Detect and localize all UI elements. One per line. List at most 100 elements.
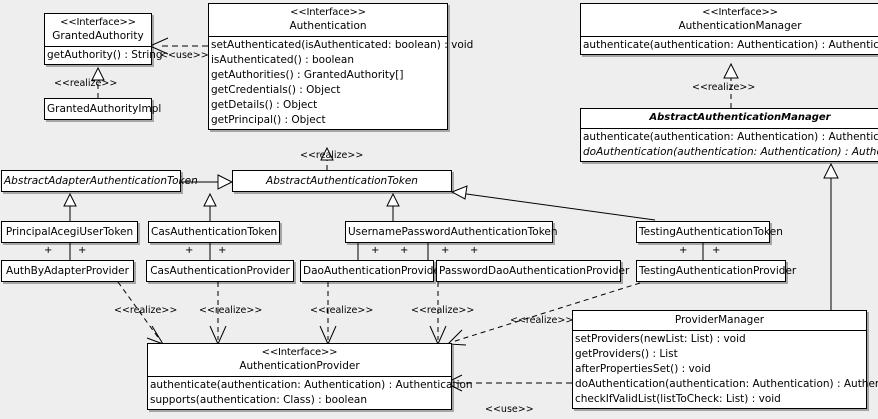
member-row: getPrincipal() : Object bbox=[211, 114, 326, 126]
edge-generalize-cas-token bbox=[203, 192, 217, 221]
member-row: checkIfValidList(listToCheck: List) : vo… bbox=[575, 393, 781, 405]
class-header: <<Interface>> GrantedAuthority bbox=[45, 14, 151, 46]
class-name: GrantedAuthority bbox=[52, 30, 144, 42]
member-row: doAuthentication(authentication: Authent… bbox=[583, 146, 878, 158]
edge-label-realize-granted-authority-impl: <<realize>> bbox=[54, 78, 118, 89]
class-cas-authentication-provider[interactable]: CasAuthenticationProvider bbox=[146, 260, 294, 282]
class-authentication[interactable]: <<Interface>> Authentication setAuthenti… bbox=[208, 3, 474, 130]
class-header: ProviderManager bbox=[573, 311, 866, 330]
class-members: authenticate(authentication: Authenticat… bbox=[581, 129, 878, 161]
class-name: GrantedAuthorityImpl bbox=[47, 103, 162, 115]
class-granted-authority-impl[interactable]: GrantedAuthorityImpl bbox=[44, 98, 162, 120]
member-row: getProviders() : List bbox=[575, 348, 678, 360]
member-row: setProviders(newList: List) : void bbox=[575, 333, 746, 345]
class-name: Authentication bbox=[289, 20, 367, 32]
multiplicity-plus: + bbox=[185, 245, 194, 256]
class-name: UsernamePasswordAuthenticationToken bbox=[348, 226, 558, 238]
class-abstract-authentication-manager[interactable]: AbstractAuthenticationManager authentica… bbox=[580, 108, 878, 162]
multiplicity-plus: + bbox=[371, 245, 380, 256]
class-name: AuthenticationManager bbox=[678, 20, 802, 32]
divider bbox=[581, 128, 878, 129]
divider bbox=[45, 46, 151, 47]
class-testing-authentication-token[interactable]: TestingAuthenticationToken bbox=[636, 221, 783, 243]
member-row: setAuthenticated(isAuthenticated: boolea… bbox=[211, 39, 474, 51]
class-members: setProviders(newList: List) : void getPr… bbox=[573, 331, 878, 408]
member-row: doAuthentication(authentication: Authent… bbox=[575, 378, 878, 390]
class-name: PasswordDaoAuthenticationProvider bbox=[439, 265, 630, 277]
member-row: getAuthorities() : GrantedAuthority[] bbox=[211, 69, 404, 81]
divider bbox=[209, 36, 447, 37]
multiplicity-plus: + bbox=[470, 245, 479, 256]
class-granted-authority[interactable]: <<Interface>> GrantedAuthority getAuthor… bbox=[44, 13, 163, 65]
class-testing-authentication-provider[interactable]: TestingAuthenticationProvider bbox=[636, 260, 797, 282]
class-principal-acegi-user-token[interactable]: PrincipalAcegiUserToken bbox=[1, 221, 138, 243]
class-name: TestingAuthenticationProvider bbox=[639, 265, 797, 277]
class-name: AuthenticationProvider bbox=[239, 360, 360, 372]
edge-label-realize-auth-by-adapter: <<realize>> bbox=[114, 305, 178, 316]
class-members: getAuthority() : String bbox=[45, 47, 163, 64]
class-authentication-manager[interactable]: <<Interface>> AuthenticationManager auth… bbox=[580, 3, 878, 55]
class-abstract-adapter-authentication-token[interactable]: AbstractAdapterAuthenticationToken bbox=[1, 170, 198, 192]
member-row: isAuthenticated() : boolean bbox=[211, 54, 354, 66]
member-row: getCredentials() : Object bbox=[211, 84, 341, 96]
class-password-dao-authentication-provider[interactable]: PasswordDaoAuthenticationProvider bbox=[436, 260, 630, 282]
edge-label-realize-provider-manager: <<realize>> bbox=[510, 315, 574, 326]
stereotype-label: <<Interface>> bbox=[702, 7, 778, 18]
class-header: <<Interface>> Authentication bbox=[209, 4, 447, 36]
member-row: afterPropertiesSet() : void bbox=[575, 363, 711, 375]
member-row: supports(authentication: Class) : boolea… bbox=[150, 394, 367, 406]
edge-generalize-testing-token bbox=[450, 185, 656, 221]
class-username-password-authentication-token[interactable]: UsernamePasswordAuthenticationToken bbox=[345, 221, 558, 243]
stereotype-label: <<Interface>> bbox=[60, 17, 136, 28]
member-row: getAuthority() : String bbox=[47, 49, 163, 61]
edge-label-use-provider-manager: <<use>> bbox=[485, 404, 534, 415]
edge-label-realize-authentication: <<realize>> bbox=[300, 150, 364, 161]
divider bbox=[581, 36, 878, 37]
edge-label-use-granted-authority: <<use>> bbox=[160, 50, 209, 61]
class-members: authenticate(authentication: Authenticat… bbox=[148, 377, 473, 409]
class-header: AbstractAuthenticationManager bbox=[581, 109, 878, 128]
class-name: TestingAuthenticationToken bbox=[639, 226, 783, 238]
class-name: ProviderManager bbox=[674, 314, 765, 326]
class-name: AbstractAdapterAuthenticationToken bbox=[4, 175, 198, 187]
class-header: <<Interface>> AuthenticationManager bbox=[581, 4, 878, 36]
class-name: CasAuthenticationProvider bbox=[150, 265, 290, 277]
member-row: getDetails() : Object bbox=[211, 99, 318, 111]
class-provider-manager[interactable]: ProviderManager setProviders(newList: Li… bbox=[572, 310, 878, 409]
edge-label-realize-password-dao-provider: <<realize>> bbox=[411, 305, 475, 316]
multiplicity-plus: + bbox=[218, 245, 227, 256]
multiplicity-plus: + bbox=[712, 245, 721, 256]
class-header: <<Interface>> AuthenticationProvider bbox=[148, 344, 451, 376]
class-name: PrincipalAcegiUserToken bbox=[5, 226, 134, 238]
edge-generalize-provider-manager bbox=[823, 162, 839, 310]
edge-label-realize-dao-provider: <<realize>> bbox=[310, 305, 374, 316]
class-abstract-authentication-token[interactable]: AbstractAuthenticationToken bbox=[232, 170, 452, 192]
edge-label-realize-authentication-manager: <<realize>> bbox=[692, 82, 756, 93]
class-name: CasAuthenticationToken bbox=[151, 226, 278, 238]
member-row: authenticate(authentication: Authenticat… bbox=[583, 131, 878, 143]
multiplicity-plus: + bbox=[679, 245, 688, 256]
member-row: authenticate(authentication: Authenticat… bbox=[583, 39, 878, 51]
multiplicity-plus: + bbox=[441, 245, 450, 256]
edge-generalize-username-password-token bbox=[386, 192, 400, 221]
stereotype-label: <<Interface>> bbox=[261, 347, 338, 358]
class-cas-authentication-token[interactable]: CasAuthenticationToken bbox=[148, 221, 280, 243]
edge-generalize-principal-acegi-user-token bbox=[63, 192, 77, 221]
multiplicity-plus: + bbox=[44, 245, 53, 256]
divider bbox=[148, 376, 451, 377]
multiplicity-plus: + bbox=[400, 245, 409, 256]
class-name: AuthByAdapterProvider bbox=[6, 265, 129, 277]
class-authentication-provider[interactable]: <<Interface>> AuthenticationProvider aut… bbox=[147, 343, 473, 410]
divider bbox=[573, 330, 866, 331]
class-name: AbstractAuthenticationToken bbox=[266, 175, 418, 187]
class-members: setAuthenticated(isAuthenticated: boolea… bbox=[209, 37, 474, 129]
class-members: authenticate(authentication: Authenticat… bbox=[581, 37, 878, 54]
class-dao-authentication-provider[interactable]: DaoAuthenticationProvider bbox=[300, 260, 445, 282]
class-auth-by-adapter-provider[interactable]: AuthByAdapterProvider bbox=[1, 260, 134, 282]
edge-label-realize-cas-provider: <<realize>> bbox=[199, 305, 263, 316]
member-row: authenticate(authentication: Authenticat… bbox=[150, 379, 473, 391]
class-name: AbstractAuthenticationManager bbox=[649, 112, 831, 123]
stereotype-label: <<Interface>> bbox=[290, 7, 366, 18]
class-name: DaoAuthenticationProvider bbox=[303, 265, 445, 277]
